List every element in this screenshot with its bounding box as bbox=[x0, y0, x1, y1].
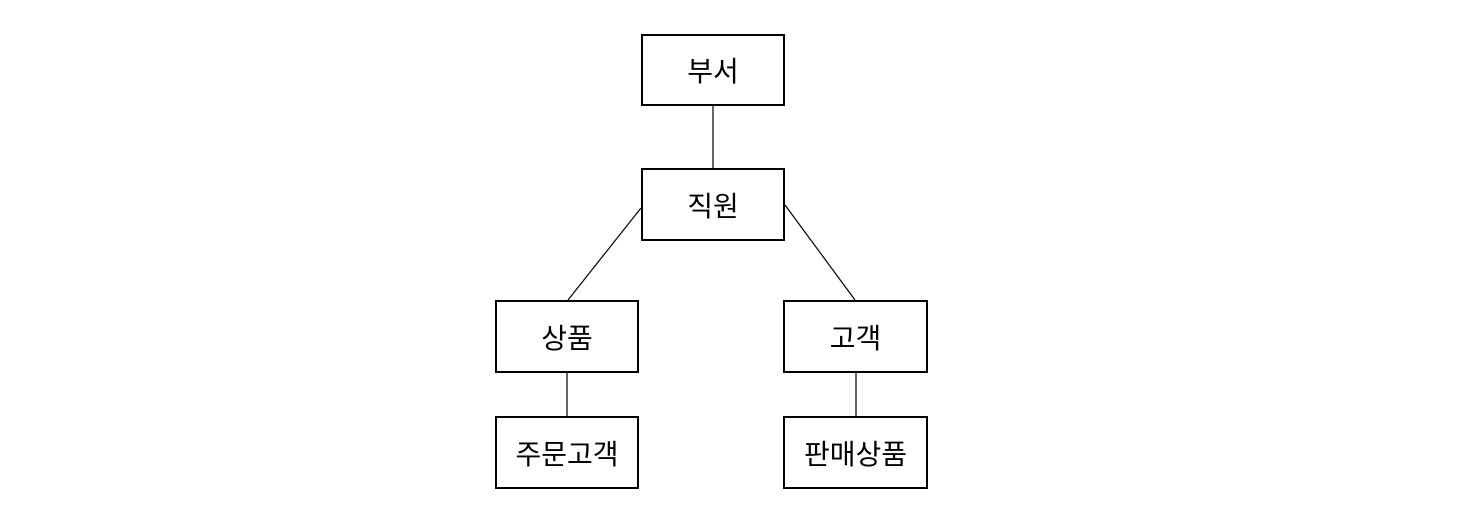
node-customer-label: 고객 bbox=[829, 321, 882, 355]
node-employee-label: 직원 bbox=[687, 189, 739, 223]
node-sale-product: 판매상품 bbox=[783, 416, 928, 489]
edge-employee-product bbox=[567, 207, 642, 301]
node-product: 상품 bbox=[495, 300, 639, 373]
node-order-customer-label: 주문고객 bbox=[515, 437, 619, 471]
node-product-label: 상품 bbox=[541, 321, 593, 355]
node-employee: 직원 bbox=[641, 168, 785, 241]
node-order-customer: 주문고객 bbox=[495, 416, 639, 489]
node-department-label: 부서 bbox=[687, 55, 739, 88]
node-department: 부서 bbox=[641, 34, 785, 106]
node-sale-product-label: 판매상품 bbox=[803, 437, 908, 471]
edge-employee-customer bbox=[784, 204, 856, 301]
node-customer: 고객 bbox=[783, 300, 928, 373]
